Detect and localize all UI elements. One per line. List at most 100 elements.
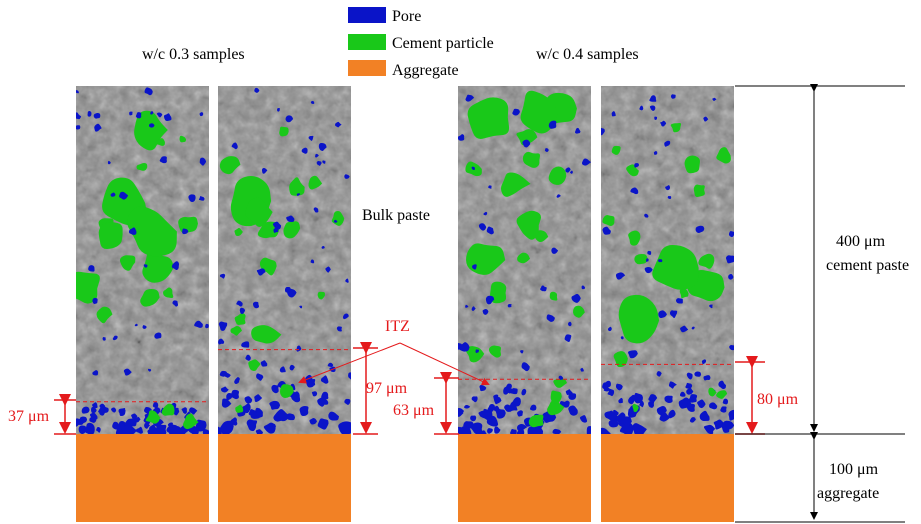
pore — [345, 278, 349, 283]
cement-particle — [520, 90, 559, 134]
measurement-37-label: 37 μm — [8, 408, 50, 425]
pore — [315, 153, 319, 158]
cement-particle — [234, 227, 243, 236]
pore — [472, 264, 477, 270]
pore — [648, 394, 658, 403]
pore — [628, 397, 635, 405]
pore — [658, 310, 667, 319]
pore — [668, 409, 676, 419]
pore — [602, 382, 609, 391]
pore — [695, 225, 705, 234]
cement-particle — [142, 250, 175, 283]
pore — [521, 362, 530, 372]
pore — [98, 407, 106, 414]
pore — [544, 148, 549, 152]
itz-pointer-left — [298, 342, 401, 384]
pore — [241, 341, 250, 348]
pore — [299, 305, 303, 309]
pore — [581, 158, 591, 166]
dimension-agg-value: 100 μm — [829, 461, 879, 478]
pore — [234, 377, 240, 384]
pore — [269, 400, 281, 410]
measurement-37 — [54, 394, 76, 435]
pore — [709, 304, 713, 309]
pore — [619, 422, 632, 434]
pore — [471, 306, 476, 311]
pore — [342, 313, 349, 320]
cement-particle — [134, 110, 168, 151]
pore — [135, 426, 143, 434]
cement-particle — [611, 145, 621, 155]
pore — [618, 397, 623, 404]
pore — [254, 87, 260, 93]
cement-particle — [317, 291, 325, 300]
pore — [219, 370, 228, 377]
pore — [620, 336, 624, 340]
legend-label-pore: Pore — [392, 8, 421, 25]
pore — [548, 120, 557, 129]
pore — [639, 105, 644, 111]
pore — [131, 413, 138, 420]
cement-particle — [465, 346, 485, 363]
cement-particle — [517, 252, 531, 264]
pore — [278, 412, 289, 422]
pore — [658, 259, 663, 263]
pore — [712, 97, 717, 101]
pore — [261, 168, 268, 174]
pore — [84, 422, 95, 434]
pore — [245, 354, 251, 361]
cement-particle — [516, 129, 538, 146]
cement-particle — [145, 410, 161, 424]
pore — [305, 374, 313, 384]
pore — [285, 115, 294, 123]
pore — [230, 389, 239, 400]
pore — [483, 211, 488, 216]
cement-particle — [161, 403, 175, 416]
pore — [685, 382, 693, 389]
pore — [686, 372, 693, 380]
cement-particle — [708, 387, 717, 397]
pore — [218, 338, 225, 345]
pore — [634, 392, 643, 404]
measurement-63-label: 63 μm — [393, 402, 435, 419]
cement-particle — [652, 245, 699, 290]
pore — [189, 407, 198, 415]
pore — [493, 394, 499, 401]
legend: Pore Cement particle Aggregate — [348, 7, 494, 79]
cement-particle — [98, 222, 123, 250]
pore — [581, 285, 586, 290]
pore — [344, 174, 350, 179]
pore — [634, 163, 640, 168]
pore — [512, 108, 520, 116]
pore — [110, 407, 117, 413]
cement-particle — [289, 177, 305, 196]
pore — [568, 321, 572, 327]
cement-particle — [547, 399, 565, 416]
cement-particle — [613, 351, 628, 368]
pore — [148, 123, 155, 128]
pore — [166, 426, 174, 433]
pore — [93, 112, 101, 119]
pore — [199, 157, 207, 166]
pore — [78, 425, 86, 434]
pore — [246, 419, 258, 432]
pore — [96, 427, 101, 433]
pore — [335, 121, 342, 128]
pore — [231, 142, 238, 150]
pore — [94, 123, 102, 132]
pore — [464, 404, 471, 409]
group-title-wc03: w/c 0.3 samples — [142, 46, 245, 63]
pore — [289, 364, 295, 371]
pore — [718, 380, 726, 390]
pore — [321, 245, 325, 249]
pore — [128, 227, 137, 235]
pore — [568, 405, 578, 416]
pore — [556, 194, 561, 198]
pore — [221, 398, 232, 408]
pore — [728, 409, 734, 421]
pore — [76, 112, 82, 120]
pore — [163, 113, 172, 121]
cement-particle — [251, 325, 282, 344]
pore — [81, 406, 90, 414]
pore — [144, 87, 153, 96]
